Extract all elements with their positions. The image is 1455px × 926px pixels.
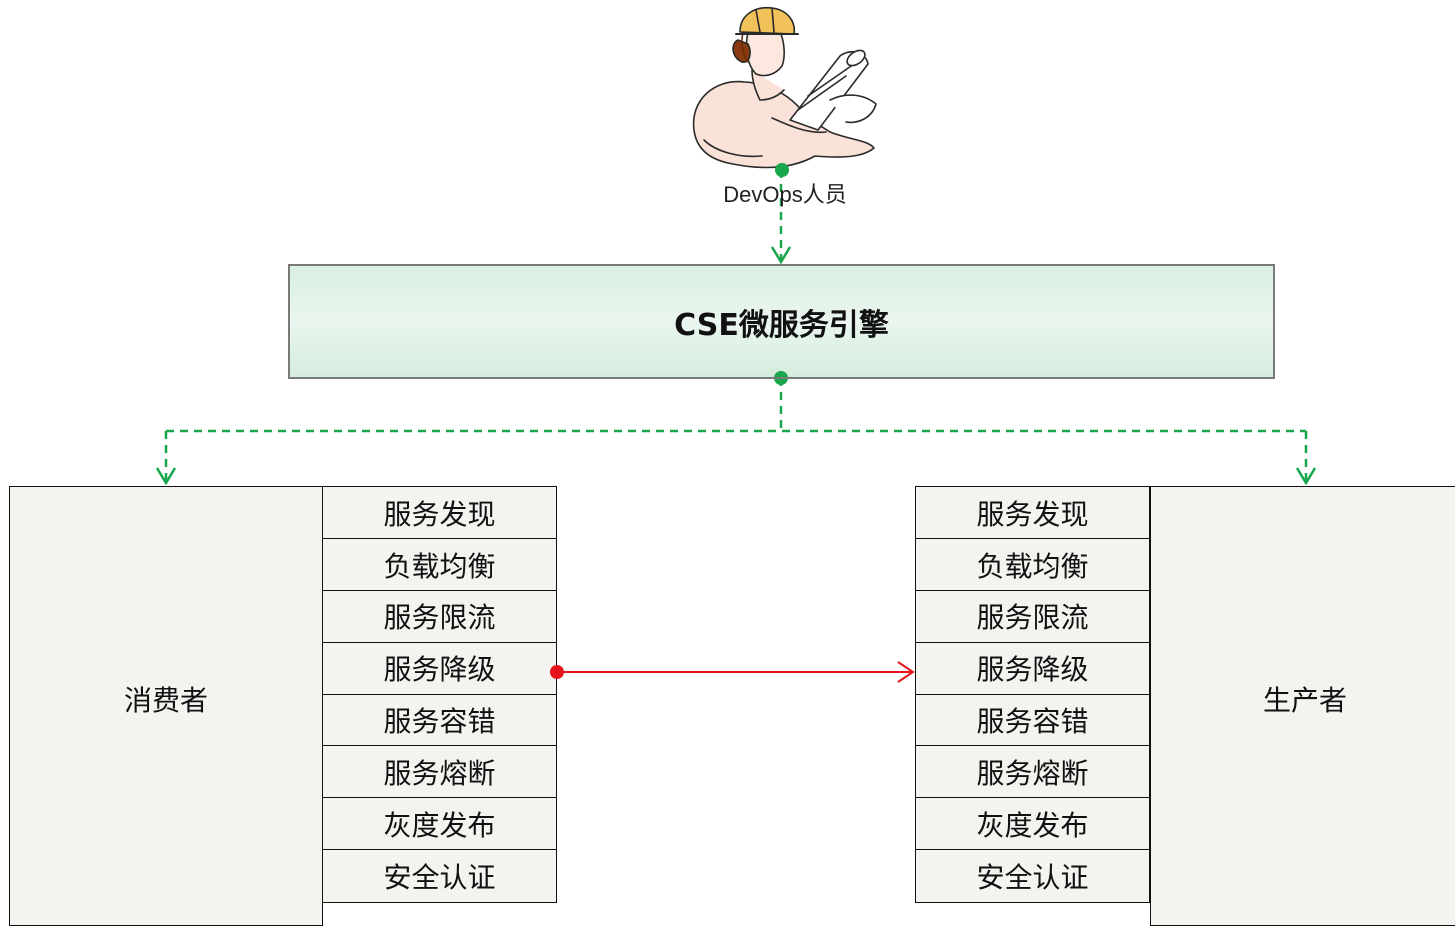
producer-label: 生产者 [1262, 684, 1347, 717]
producer-feature-load-balancing: 负载均衡 [915, 537, 1150, 592]
engine-background [288, 264, 1275, 379]
consumer-feature-canary-release: 灰度发布 [322, 797, 557, 851]
engine-arrowhead [770, 246, 792, 265]
producer-feature-degradation: 服务降级 [915, 641, 1150, 696]
engineer-with-blueprints-icon [692, 6, 877, 169]
consumer-label: 消费者 [123, 684, 208, 717]
producer-feature-fault-tolerance: 服务容错 [915, 693, 1150, 747]
consumer-feature-load-balancing: 负载均衡 [322, 537, 557, 592]
producer-feature-list: 服务发现 负载均衡 服务限流 服务降级 服务容错 服务熔断 灰度发布 安全认证 [915, 486, 1150, 903]
producer-box: 生产者 [1150, 486, 1455, 926]
producer-feature-circuit-breaker: 服务熔断 [915, 745, 1150, 799]
producer-feature-service-discovery: 服务发现 [915, 486, 1150, 540]
consumer-feature-service-discovery: 服务发现 [322, 486, 557, 540]
engine-title: CSE微服务引擎 [674, 307, 889, 343]
producer-feature-rate-limiting: 服务限流 [915, 589, 1150, 644]
cse-engine-box: CSE微服务引擎 [288, 264, 1275, 379]
consumer-feature-circuit-breaker: 服务熔断 [322, 745, 557, 799]
consumer-feature-degradation: 服务降级 [322, 641, 557, 696]
producer-feature-canary-release: 灰度发布 [915, 797, 1150, 851]
producer-feature-security-auth: 安全认证 [915, 849, 1150, 903]
consumer-arrowhead [155, 467, 177, 486]
consumer-feature-security-auth: 安全认证 [322, 849, 557, 903]
person-connector-dot [775, 163, 789, 177]
consumer-box: 消费者 [9, 486, 323, 926]
producer-arrowhead [1295, 467, 1317, 486]
consumer-feature-list: 服务发现 负载均衡 服务限流 服务降级 服务容错 服务熔断 灰度发布 安全认证 [322, 486, 557, 903]
consumer-feature-fault-tolerance: 服务容错 [322, 693, 557, 747]
devops-person-label: DevOps人员 [723, 182, 847, 207]
consumer-feature-rate-limiting: 服务限流 [322, 589, 557, 644]
